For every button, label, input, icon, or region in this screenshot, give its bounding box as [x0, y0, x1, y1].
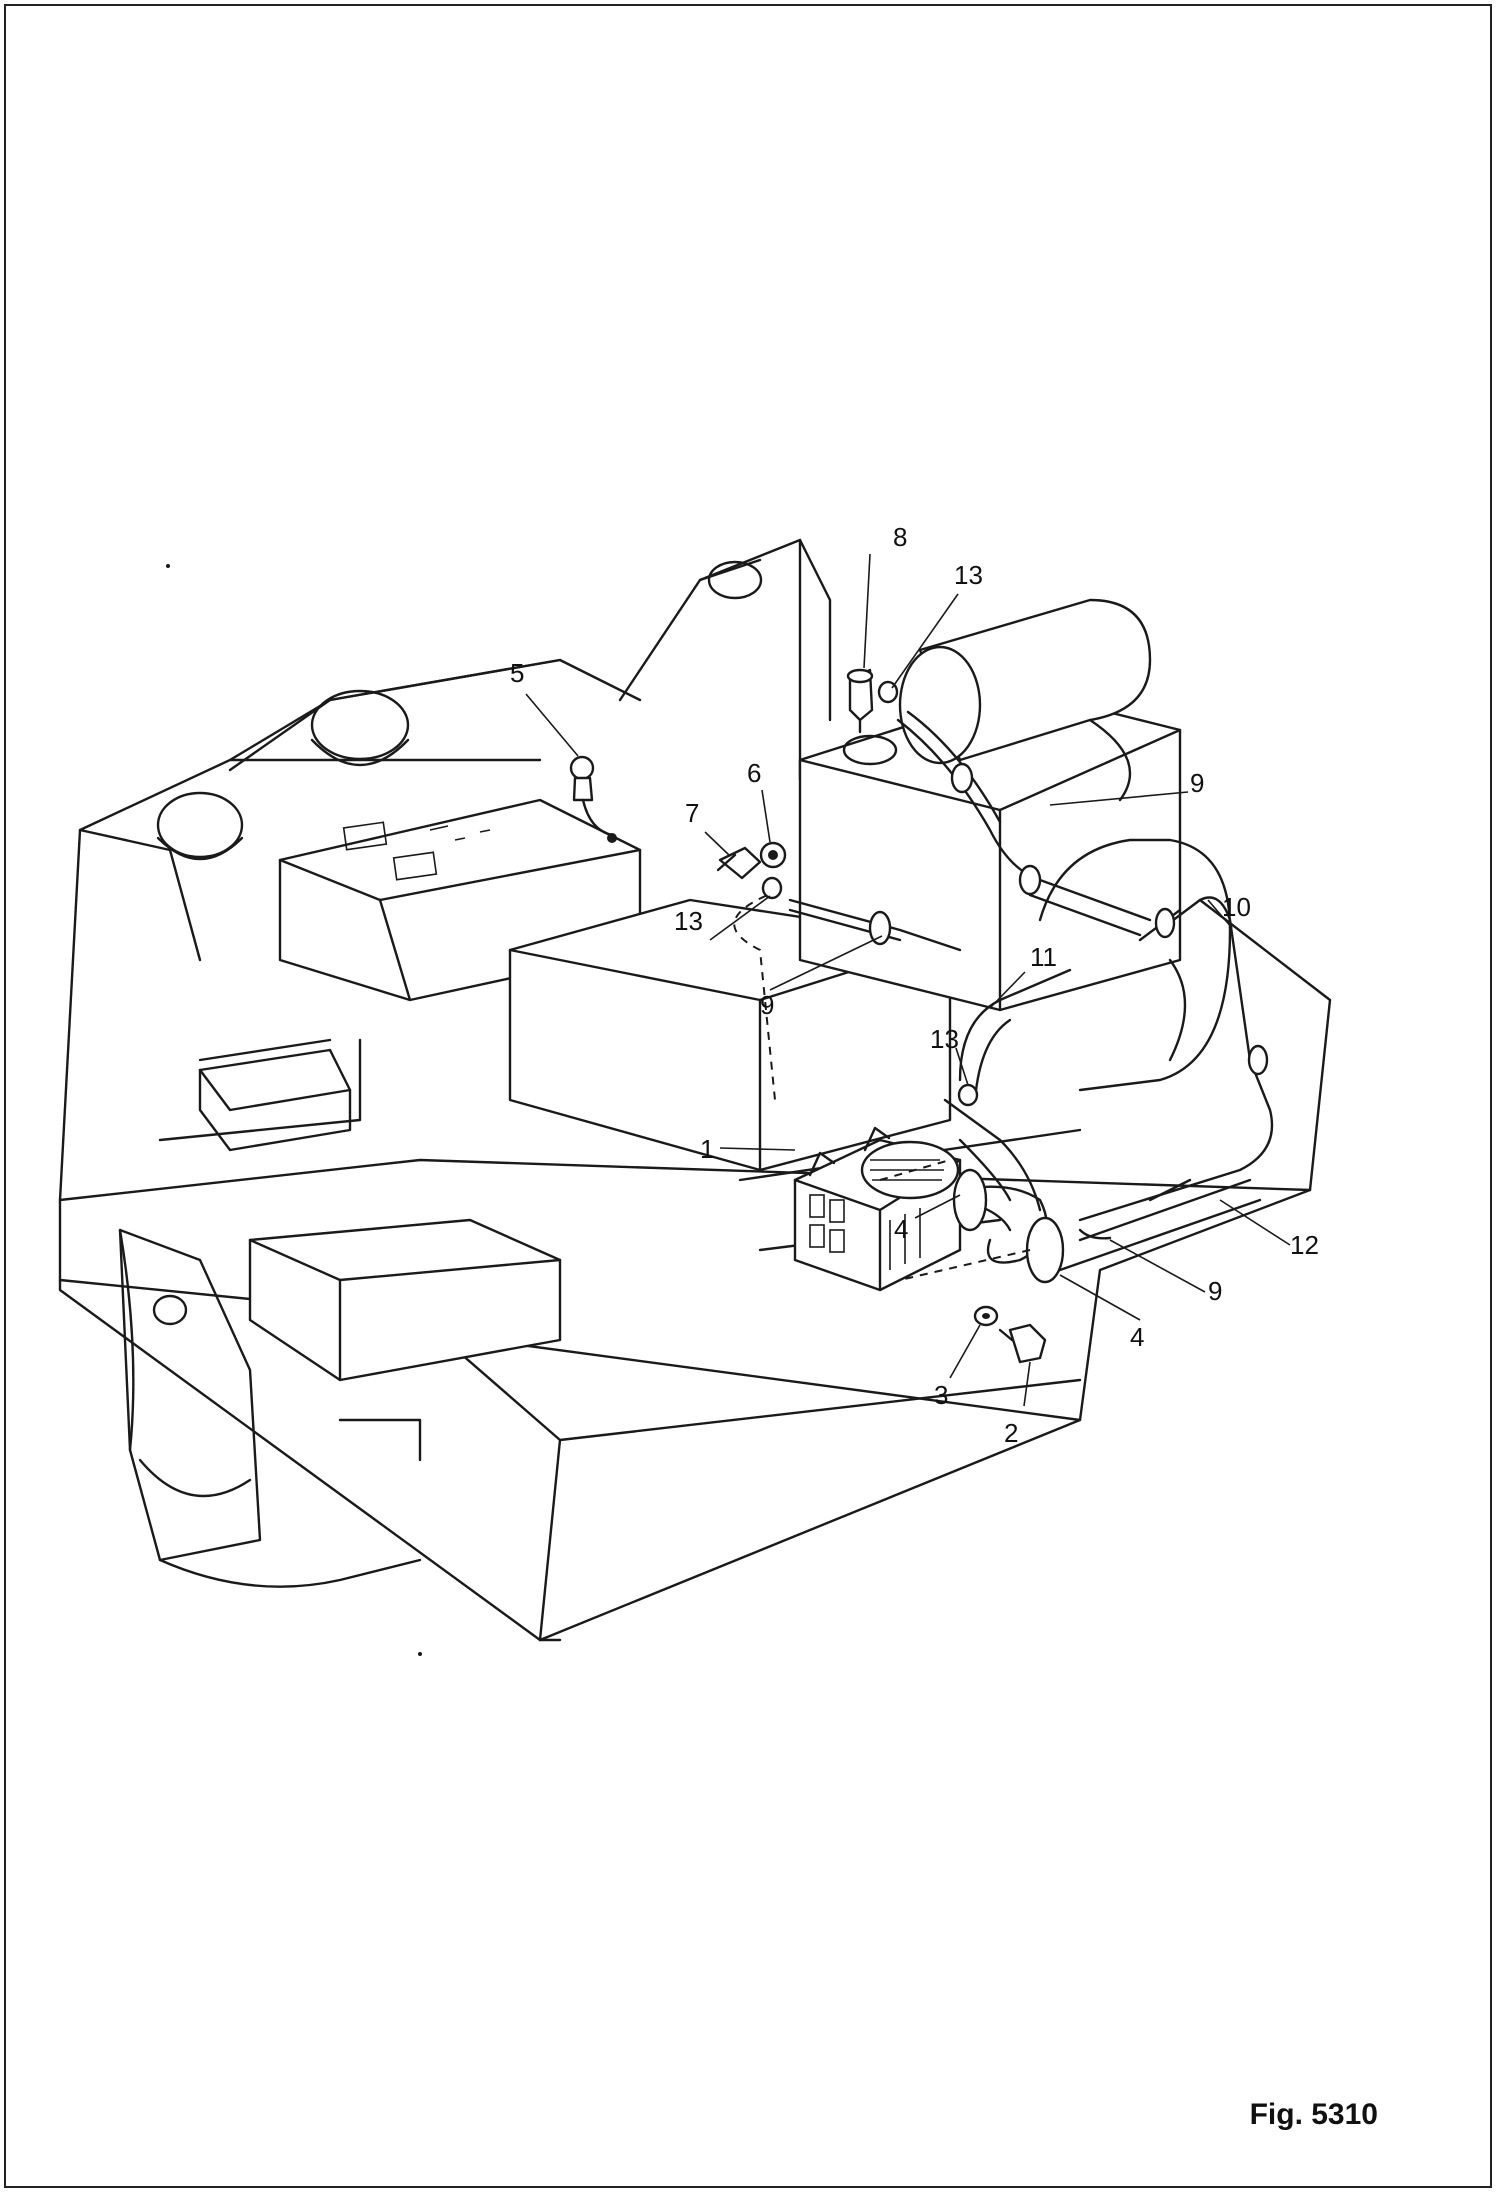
page-border — [4, 4, 1492, 2188]
figure-number: Fig. 5310 — [1249, 2098, 1378, 2131]
callout-13-top: 13 — [954, 560, 983, 590]
callout-4-left: 4 — [894, 1214, 908, 1244]
callout-3: 3 — [934, 1380, 948, 1410]
small-parts — [569, 668, 1047, 1364]
scan-dot — [418, 1652, 422, 1656]
callout-labels: 1 2 3 4 4 5 6 7 8 9 9 9 10 11 12 13 13 1… — [510, 522, 1319, 1448]
callout-10: 10 — [1222, 892, 1251, 922]
callout-8: 8 — [893, 522, 907, 552]
callout-2: 2 — [1004, 1418, 1018, 1448]
callout-9-bottom: 9 — [1208, 1276, 1222, 1306]
callout-1: 1 — [700, 1134, 714, 1164]
callout-4-right: 4 — [1130, 1322, 1144, 1352]
callout-7: 7 — [685, 798, 699, 828]
leader-lines — [525, 553, 1291, 1407]
callout-13-left: 13 — [674, 906, 703, 936]
callout-5: 5 — [510, 658, 524, 688]
callout-9-left: 9 — [760, 990, 774, 1020]
callout-6: 6 — [747, 758, 761, 788]
callout-13-middle: 13 — [930, 1024, 959, 1054]
heater-unit — [793, 1126, 962, 1292]
callout-11: 11 — [1030, 942, 1057, 972]
callout-12: 12 — [1290, 1230, 1319, 1260]
scan-dot — [166, 564, 170, 568]
machine-frame — [58, 538, 1332, 1642]
callout-9-top: 9 — [1190, 768, 1204, 798]
hoses — [733, 710, 1274, 1284]
